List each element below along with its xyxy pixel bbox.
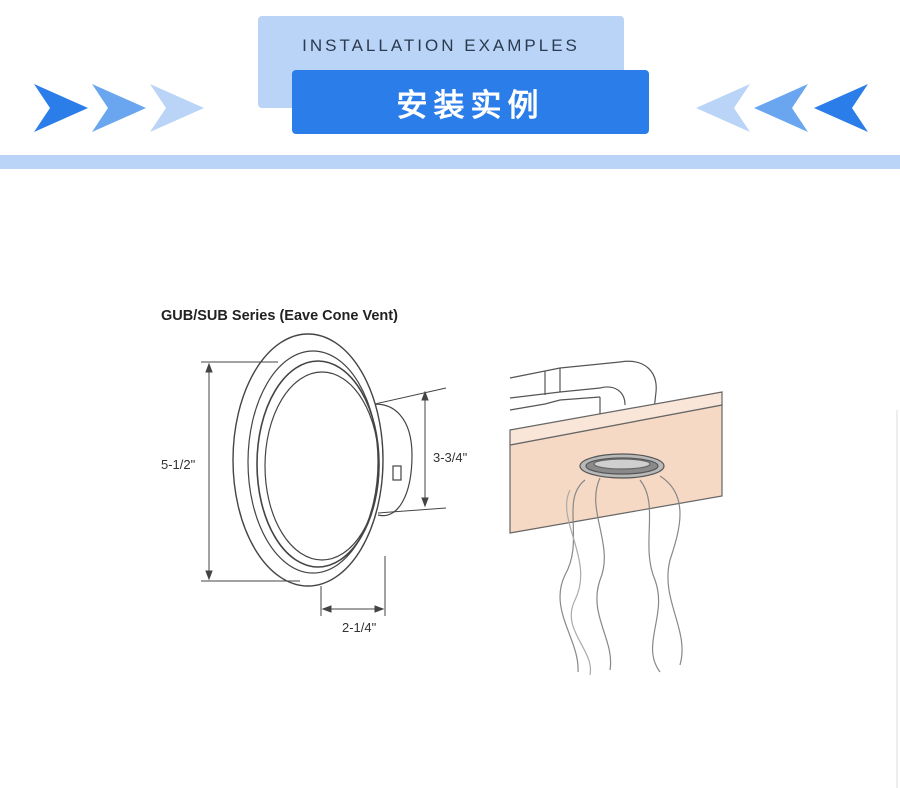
left-arrows-icon: [34, 84, 204, 132]
header-divider-band: [0, 155, 900, 169]
eave-installation-illustration: [509, 360, 723, 676]
header-title: 安装实例: [396, 88, 545, 124]
dimension-label-outer-height: 5-1/2": [161, 457, 196, 472]
title-panel: [292, 70, 649, 134]
dimension-lines: [201, 361, 447, 616]
diagram-caption: GUB/SUB Series (Eave Cone Vent): [161, 308, 398, 324]
dimension-label-depth: 2-1/4": [342, 620, 377, 635]
header-subtitle: INSTALLATION EXAMPLES: [302, 36, 580, 55]
right-arrows-icon: [696, 84, 868, 132]
vent-front-view: [232, 333, 413, 587]
dimension-label-inner-height: 3-3/4": [433, 450, 468, 465]
header-banner: INSTALLATION EXAMPLES 安装实例: [0, 0, 900, 170]
